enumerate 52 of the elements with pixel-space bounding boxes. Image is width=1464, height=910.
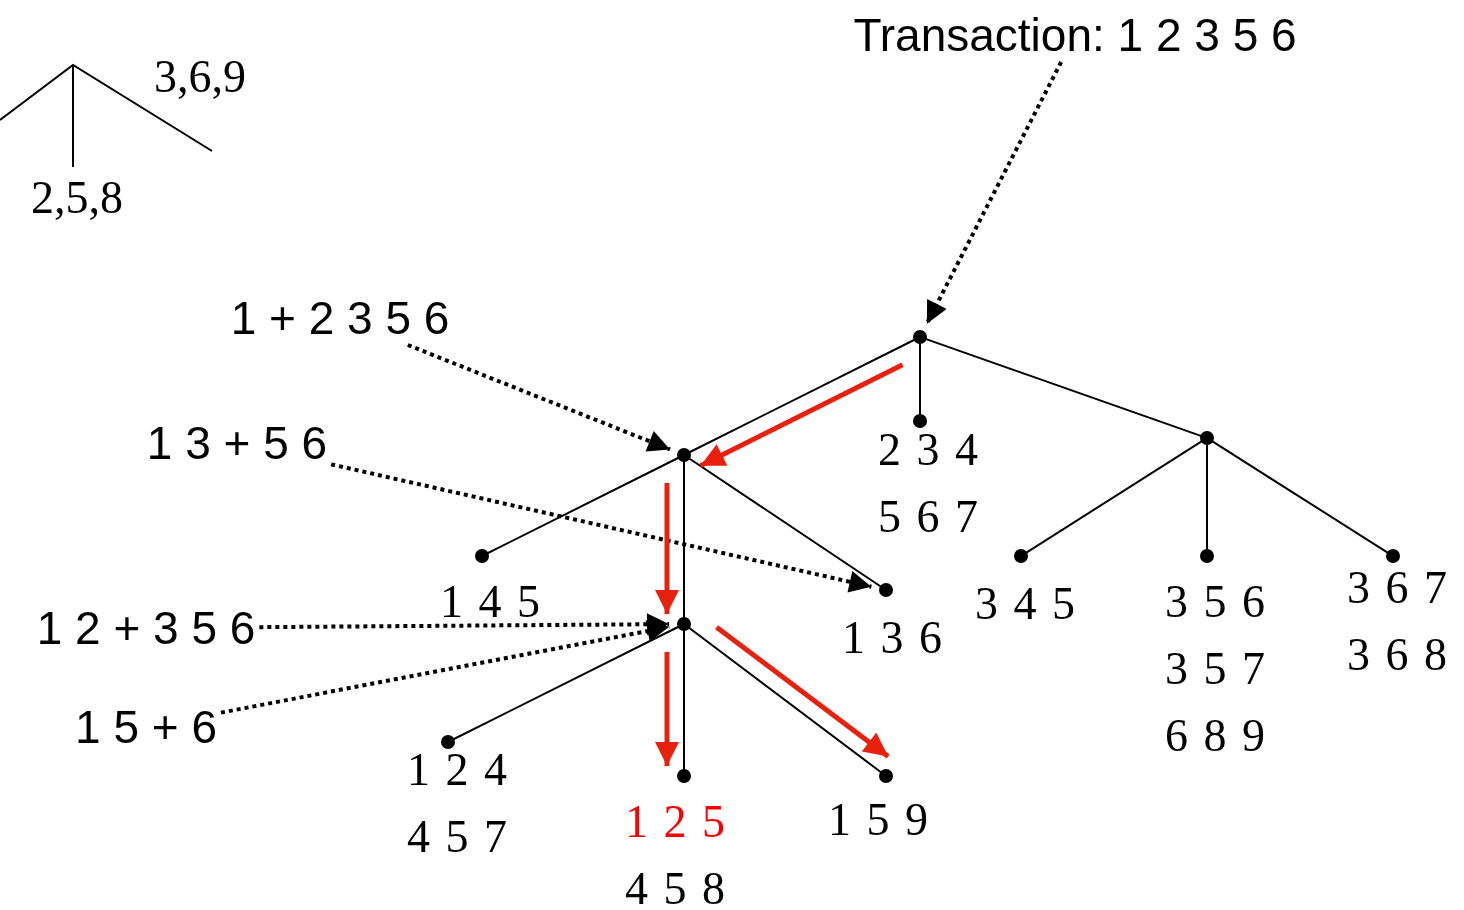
bucket-label: 3,6,9	[154, 54, 246, 100]
tree-node-dot	[475, 549, 489, 563]
itemset-label: 1 2 5	[625, 799, 725, 845]
itemset-label: 1 2 4	[407, 747, 507, 793]
itemset-split-label: 1 3 + 5 6	[146, 420, 328, 466]
dotted-arrow	[925, 61, 1063, 325]
traversal-arrow	[655, 652, 679, 766]
tree-node-dot	[1200, 431, 1214, 445]
tree-branch-line	[919, 341, 921, 417]
itemset-label: 3 5 6	[1165, 579, 1265, 625]
itemset-label: 4 5 7	[407, 814, 507, 860]
tree-branch-line	[1206, 442, 1208, 552]
tree-node-dot	[1386, 549, 1400, 563]
itemset-label: 3 6 8	[1347, 632, 1447, 678]
itemset-label: 1 4 5	[440, 579, 540, 625]
tree-node-dot	[677, 617, 691, 631]
itemset-split-label: Transaction: 1 2 3 5 6	[853, 12, 1297, 58]
dotted-arrow	[407, 343, 671, 452]
tree-node-dot	[879, 769, 893, 783]
tree-node-dot	[1014, 549, 1028, 563]
itemset-label: 1 5 9	[828, 797, 928, 843]
itemset-label: 1 3 6	[842, 615, 942, 661]
tree-branch-line	[687, 456, 883, 589]
tree-branch-line	[683, 459, 685, 620]
traversal-arrow	[655, 483, 679, 614]
itemset-label: 4 5 8	[625, 866, 725, 910]
itemset-label: 6 8 9	[1165, 713, 1265, 759]
dotted-arrow	[330, 462, 872, 593]
tree-node-dot	[879, 583, 893, 597]
tree-branch-line	[687, 626, 883, 774]
traversal-arrow	[715, 625, 890, 759]
tree-branch-line	[683, 628, 685, 772]
itemset-label: 3 5 7	[1165, 646, 1265, 692]
itemset-label: 3 6 7	[1347, 565, 1447, 611]
tree-node-dot	[1200, 549, 1214, 563]
tree-branch-line	[1024, 439, 1204, 555]
dotted-arrow	[259, 613, 669, 636]
tree-node-dot	[677, 769, 691, 783]
itemset-split-label: 1 + 2 3 5 6	[230, 295, 450, 341]
tree-node-dot	[677, 448, 691, 462]
tree-node-dot	[913, 414, 927, 428]
itemset-split-label: 1 5 + 6	[75, 704, 217, 750]
itemset-label: 3 4 5	[975, 581, 1075, 627]
tree-node-dot	[441, 735, 455, 749]
tree-node-dot	[913, 330, 927, 344]
bucket-label: 2,5,8	[31, 175, 123, 221]
traversal-arrow	[699, 362, 904, 468]
dotted-arrow	[220, 620, 670, 715]
tree-branch-line	[1210, 439, 1390, 555]
itemset-split-label: 1 2 + 3 5 6	[36, 605, 256, 651]
itemset-label: 5 6 7	[878, 494, 978, 540]
itemset-label: 2 3 4	[878, 427, 978, 473]
